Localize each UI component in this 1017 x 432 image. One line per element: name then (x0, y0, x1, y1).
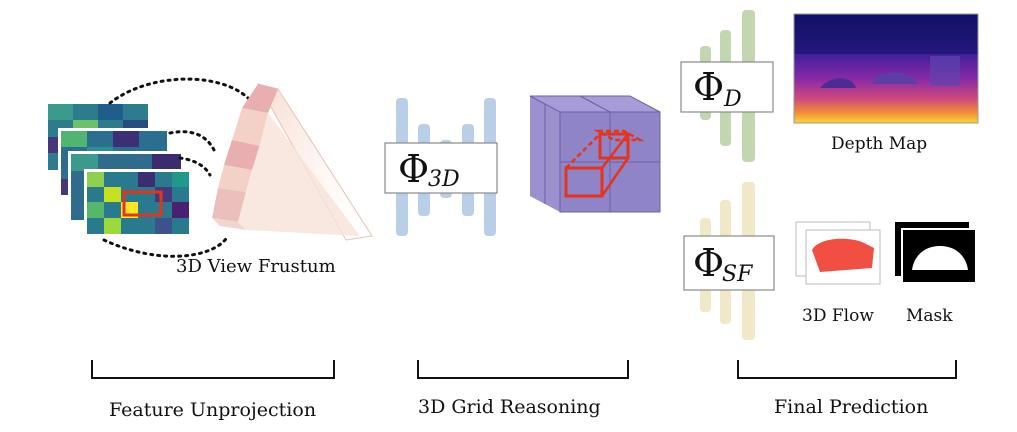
view-frustum (212, 83, 373, 241)
phi-d-symbol: Φ (693, 65, 724, 109)
depth-map-image (793, 13, 979, 124)
svg-text:ΦD: ΦD (693, 65, 742, 112)
phi-sf-subscript: SF (722, 262, 753, 287)
mask-label: Mask (906, 306, 953, 326)
phi-sf-box: ΦSF (683, 235, 775, 291)
feature-map-stack (48, 104, 192, 237)
phi-3d-box: Φ3D (384, 142, 498, 194)
section-feature-unprojection: Feature Unprojection (109, 399, 316, 421)
phi-d-box: ΦD (680, 61, 774, 113)
depth-map-label: Depth Map (831, 134, 927, 154)
section-grid-reasoning: 3D Grid Reasoning (418, 396, 601, 418)
view-frustum-label: 3D View Frustum (176, 256, 336, 277)
mask-image-stack (895, 222, 977, 284)
flow-image-stack (795, 221, 881, 285)
svg-text:ΦSF: ΦSF (693, 241, 753, 287)
flow-label: 3D Flow (802, 306, 874, 326)
phi-d-subscript: D (723, 87, 742, 112)
voxel-cube (529, 95, 661, 213)
selected-patch-highlight (122, 190, 163, 217)
phi-sf-symbol: Φ (693, 241, 724, 285)
section-brackets (91, 360, 957, 379)
section-final-prediction: Final Prediction (774, 396, 928, 418)
phi-3d-symbol: Φ (398, 147, 429, 191)
feature-map-4 (84, 169, 192, 237)
projection-arcs (102, 77, 250, 258)
phi-3d-subscript: 3D (428, 167, 460, 192)
svg-text:Φ3D: Φ3D (398, 147, 460, 192)
